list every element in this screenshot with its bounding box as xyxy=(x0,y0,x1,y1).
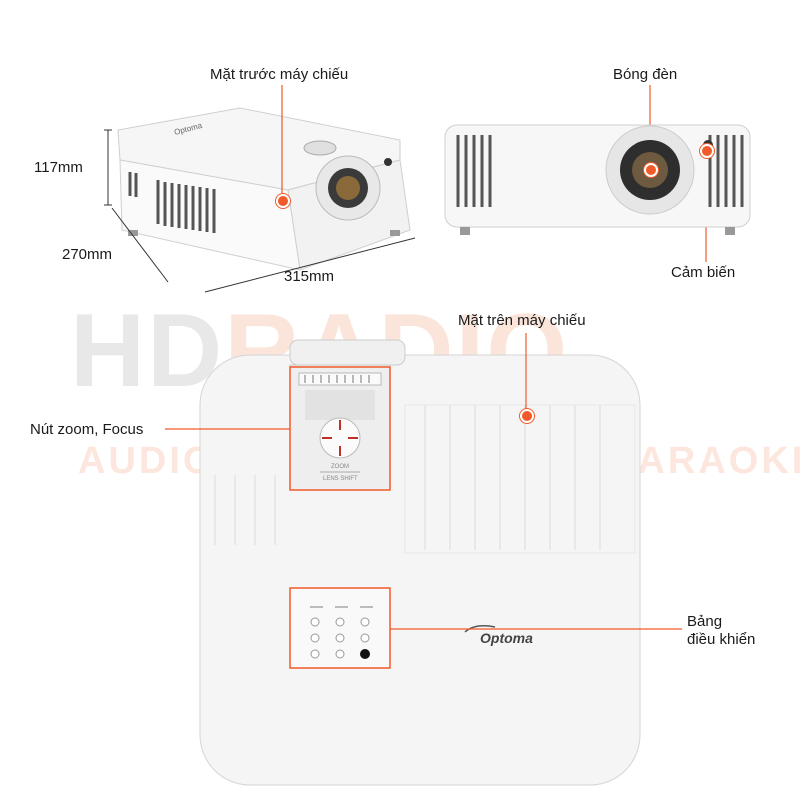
lens-shift-text: LENS SHIFT xyxy=(323,476,358,482)
zoom-focus-label: Nút zoom, Focus xyxy=(30,421,144,438)
front-label: Mặt trước máy chiếu xyxy=(210,66,349,83)
projector-angled-view: Optoma xyxy=(117,107,411,271)
top-view-callouts xyxy=(165,333,682,669)
depth-dimension: 270mm xyxy=(62,246,113,263)
projector-front-view xyxy=(444,124,751,235)
control-panel-label-line2: điều khiển xyxy=(687,631,756,648)
lamp-label: Bóng đèn xyxy=(613,66,678,83)
width-dimension: 315mm xyxy=(284,268,335,285)
zoom-text: ZOOM xyxy=(331,464,349,470)
optoma-logo: Optoma xyxy=(480,630,533,646)
front-callout-dot xyxy=(276,194,290,208)
lamp-callout-dot xyxy=(644,163,658,177)
top-label: Mặt trên máy chiếu xyxy=(458,312,586,329)
top-callout-dot xyxy=(520,409,534,423)
control-panel-label-line1: Bảng xyxy=(687,613,723,630)
height-dimension: 117mm xyxy=(34,159,83,176)
watermark-hd: HD xyxy=(70,293,225,409)
sensor-callout-dot xyxy=(700,144,714,158)
sensor-label: Cảm biến xyxy=(671,264,736,281)
projector-top-view: ZOOM LENS SHIFT xyxy=(199,339,641,786)
